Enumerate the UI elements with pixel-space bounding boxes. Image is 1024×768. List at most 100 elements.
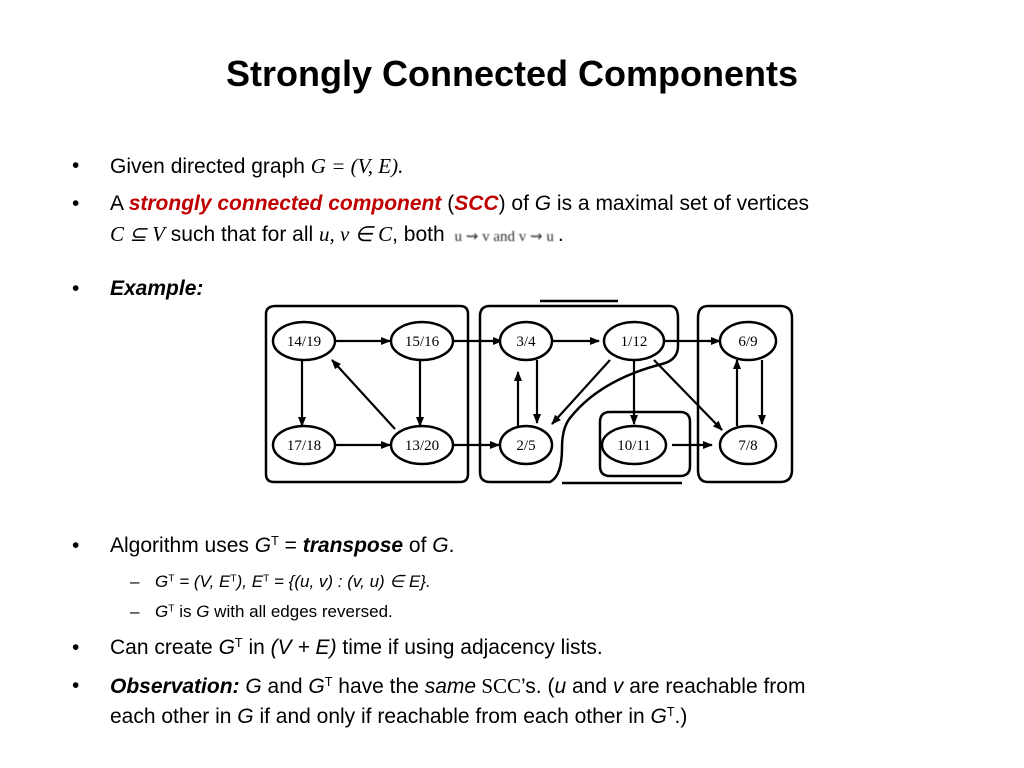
- scc-group-right: [696, 304, 794, 484]
- bullet-given-graph: Given directed graph G = (V, E).: [110, 153, 403, 180]
- node-label: 2/5: [516, 438, 535, 454]
- scc-group-middle: [478, 304, 680, 484]
- text-such-that: such that for all: [164, 223, 320, 246]
- math-g: G: [254, 534, 272, 557]
- sub-bullet-transpose-def: GT = (V, ET), ET = {(u, v) : (v, u) ∈ E}…: [155, 571, 431, 593]
- node-14-19: [271, 320, 337, 362]
- text: have the: [332, 675, 425, 698]
- text: Can create: [110, 636, 219, 659]
- node-label: 13/20: [405, 438, 439, 454]
- text: time if using adjacency lists.: [336, 636, 603, 659]
- text: each other in: [110, 705, 238, 728]
- edge: [551, 359, 611, 425]
- reachability-formula-image: u ⇝ v and v ⇝ u: [454, 229, 554, 245]
- math-u: u: [554, 675, 567, 698]
- bullet-text: Given directed graph: [110, 155, 311, 178]
- text-period: .: [448, 534, 455, 557]
- node-3-4: [498, 320, 554, 362]
- math-g: G: [432, 534, 449, 557]
- bullet-dot: •: [72, 534, 80, 557]
- bullet-create-transpose: Can create GT in (V + E) time if using a…: [110, 635, 603, 661]
- text-both: , both: [392, 223, 451, 246]
- math-g: G: [534, 192, 552, 215]
- text: is: [174, 602, 197, 621]
- text: are reachable from: [623, 675, 806, 698]
- node-2-5: [498, 424, 554, 466]
- math-graph: G = (V, E).: [310, 154, 404, 178]
- node-label: 7/8: [738, 438, 757, 454]
- math-g: G: [196, 602, 210, 621]
- scc-group-single: [598, 410, 692, 478]
- slide-title: Strongly Connected Components: [225, 53, 798, 94]
- text-period: .: [557, 223, 564, 246]
- bullet-dot: •: [72, 636, 80, 659]
- bullet-algorithm-transpose: Algorithm uses GT = transpose of G.: [110, 533, 454, 559]
- node-17-18: [271, 424, 337, 466]
- node-7-8: [718, 424, 778, 466]
- scc-example-graph: 14/19 15/16 3/4 1/12 6/9 17/18 13/20 2/5…: [264, 299, 794, 485]
- sup-t: T: [168, 573, 175, 585]
- sup-t: T: [263, 573, 270, 585]
- text: with all edges reversed.: [209, 602, 393, 621]
- bullet-dot: •: [72, 674, 80, 697]
- text-paren-close: ): [498, 192, 506, 215]
- node-label: 17/18: [287, 438, 321, 454]
- node-label: 10/11: [617, 438, 651, 454]
- text: .): [674, 705, 688, 728]
- bullet-dot: •: [72, 154, 80, 177]
- text: if and only if reachable from each other…: [253, 705, 651, 728]
- math-g: G: [237, 705, 254, 728]
- node-10-11: [600, 424, 668, 466]
- math: = {(u, v) : (v, u) ∈ E}.: [269, 572, 431, 591]
- math: = (V, E: [174, 572, 231, 591]
- edge: [331, 359, 396, 430]
- text-in: in: [242, 636, 271, 659]
- term-scc: strongly connected component: [128, 192, 442, 215]
- sup-t: T: [234, 636, 243, 651]
- math-g: G: [155, 602, 169, 621]
- text-rest: is a maximal set of vertices: [551, 192, 809, 215]
- sup-t: T: [324, 675, 333, 690]
- observation-label: Observation:: [110, 675, 240, 698]
- sup-t: T: [271, 534, 279, 549]
- sup-t: T: [168, 603, 175, 615]
- bullet-dot: •: [72, 192, 80, 215]
- text-eq: =: [278, 534, 303, 557]
- bullet-scc-definition: A strongly connected component (SCC) of …: [110, 191, 809, 217]
- math-g: G: [308, 675, 325, 698]
- node-label: 15/16: [405, 334, 440, 350]
- bullet-observation-line2: each other in G if and only if reachable…: [110, 704, 687, 730]
- node-label: 14/19: [287, 334, 321, 350]
- math-subset: C ⊆ V: [110, 222, 165, 246]
- text-of: of: [505, 192, 535, 215]
- bullet-scc-definition-line2: C ⊆ V such that for all u, v ∈ C, both u…: [110, 221, 564, 250]
- text-of: of: [403, 534, 433, 557]
- math-complexity: (V + E): [270, 636, 337, 659]
- sub-bullet-reversed: GT is G with all edges reversed.: [155, 601, 393, 623]
- bullet-dot: •: [72, 277, 80, 300]
- sup-t: T: [230, 573, 237, 585]
- sub-bullet-dash: –: [130, 602, 140, 621]
- text-scc: SCC: [476, 674, 522, 698]
- node-6-9: [718, 320, 778, 362]
- node-label: 6/9: [738, 334, 757, 350]
- text: Algorithm uses: [110, 534, 255, 557]
- example-label: Example:: [110, 277, 204, 300]
- abbr-scc: SCC: [454, 192, 499, 215]
- text-and: and: [566, 675, 613, 698]
- text-paren-open: (: [441, 192, 455, 215]
- math-g: G: [218, 636, 235, 659]
- bullet-observation: Observation: G and GT have the same SCC’…: [110, 673, 805, 700]
- bullet-example: Example:: [110, 276, 203, 302]
- node-13-20: [389, 424, 455, 466]
- sub-bullet-dash: –: [130, 572, 140, 591]
- text-and: and: [261, 675, 309, 698]
- node-1-12: [602, 320, 666, 362]
- node-15-16: [389, 320, 455, 362]
- math-element: u, v ∈ C: [319, 222, 393, 246]
- math-v: v: [612, 675, 624, 698]
- math-g: G: [155, 572, 169, 591]
- text: ’s. (: [521, 675, 555, 698]
- sup-t: T: [666, 705, 675, 720]
- term-transpose: transpose: [302, 534, 404, 557]
